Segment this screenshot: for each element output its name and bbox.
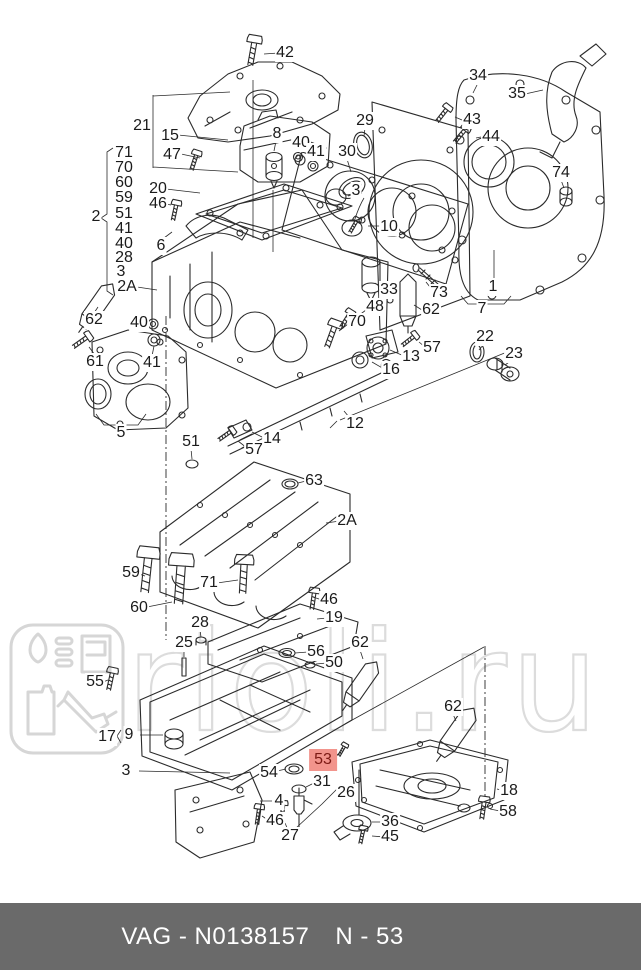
part-callout-71[interactable]: 71 <box>114 144 134 162</box>
part-callout-28[interactable]: 28 <box>190 614 210 632</box>
part-callout-3[interactable]: 3 <box>115 263 127 281</box>
part-callout-4[interactable]: 4 <box>273 792 285 810</box>
part-callout-27[interactable]: 27 <box>280 827 300 845</box>
part-callout-70[interactable]: 70 <box>347 313 367 331</box>
part-callout-12[interactable]: 12 <box>345 415 365 433</box>
part-callout-55[interactable]: 55 <box>85 673 105 691</box>
part-callout-19[interactable]: 19 <box>324 609 344 627</box>
footer-part-number: VAG - N0138157 <box>121 922 310 950</box>
part-callout-44[interactable]: 44 <box>481 128 501 146</box>
part-callout-73[interactable]: 73 <box>429 284 449 302</box>
part-callout-58[interactable]: 58 <box>498 803 518 821</box>
part-callout-3[interactable]: 3 <box>350 182 362 200</box>
part-callout-41[interactable]: 41 <box>306 143 326 161</box>
part-callout-8[interactable]: 8 <box>271 125 283 143</box>
footer-text: VAG - N0138157 N - 53 <box>121 923 403 951</box>
part-callout-50[interactable]: 50 <box>324 654 344 672</box>
part-callout-2a[interactable]: 2A <box>116 278 138 296</box>
part-callout-25[interactable]: 25 <box>174 634 194 652</box>
part-callout-61[interactable]: 61 <box>85 353 105 371</box>
part-callout-62[interactable]: 62 <box>421 301 441 319</box>
part-callout-13[interactable]: 13 <box>401 348 421 366</box>
part-callout-60[interactable]: 60 <box>129 599 149 617</box>
part-callout-3[interactable]: 3 <box>120 762 132 780</box>
part-callout-62[interactable]: 62 <box>443 698 463 716</box>
part-callout-16[interactable]: 16 <box>381 361 401 379</box>
part-callout-63[interactable]: 63 <box>304 472 324 490</box>
part-callout-46[interactable]: 46 <box>148 195 168 213</box>
part-callout-57[interactable]: 57 <box>422 339 442 357</box>
part-callout-48[interactable]: 48 <box>365 298 385 316</box>
part-callout-41[interactable]: 41 <box>142 354 162 372</box>
part-callout-51[interactable]: 51 <box>181 433 201 451</box>
part-callout-17[interactable]: 17 <box>97 728 117 746</box>
part-callout-47[interactable]: 47 <box>162 146 182 164</box>
part-callout-23[interactable]: 23 <box>504 345 524 363</box>
part-callout-9[interactable]: 9 <box>123 726 135 744</box>
part-callout-41[interactable]: 41 <box>114 220 134 238</box>
part-callout-46[interactable]: 46 <box>265 812 285 830</box>
part-callout-26[interactable]: 26 <box>336 784 356 802</box>
part-callout-45[interactable]: 45 <box>380 828 400 846</box>
part-callout-29[interactable]: 29 <box>355 112 375 130</box>
part-callout-21[interactable]: 21 <box>132 117 152 135</box>
part-callout-5[interactable]: 5 <box>115 424 127 442</box>
part-callout-40[interactable]: 40 <box>291 134 311 152</box>
part-callout-43[interactable]: 43 <box>462 111 482 129</box>
part-callout-74[interactable]: 74 <box>551 164 571 182</box>
part-callout-54[interactable]: 54 <box>259 764 279 782</box>
part-callout-10[interactable]: 10 <box>379 218 399 236</box>
part-callout-59[interactable]: 59 <box>114 189 134 207</box>
part-callout-57[interactable]: 57 <box>244 441 264 459</box>
part-callout-35[interactable]: 35 <box>507 85 527 103</box>
part-callout-62[interactable]: 62 <box>84 311 104 329</box>
part-callout-14[interactable]: 14 <box>262 430 282 448</box>
part-callout-62[interactable]: 62 <box>350 634 370 652</box>
part-callout-34[interactable]: 34 <box>468 67 488 85</box>
part-callout-46[interactable]: 46 <box>319 591 339 609</box>
part-callout-22[interactable]: 22 <box>475 328 495 346</box>
part-callout-30[interactable]: 30 <box>337 143 357 161</box>
part-callout-20[interactable]: 20 <box>148 180 168 198</box>
part-callout-56[interactable]: 56 <box>306 643 326 661</box>
oil-products-logo-icon <box>9 623 125 755</box>
part-callout-71[interactable]: 71 <box>199 574 219 592</box>
part-callout-33[interactable]: 33 <box>379 281 399 299</box>
part-callout-40[interactable]: 40 <box>129 314 149 332</box>
part-callout-6[interactable]: 6 <box>155 237 167 255</box>
part-callout-59[interactable]: 59 <box>121 564 141 582</box>
diagram-area: rioli.ru <box>9 33 641 903</box>
part-callout-18[interactable]: 18 <box>499 782 519 800</box>
part-callout-42[interactable]: 42 <box>275 44 295 62</box>
footer-bar: VAG - N0138157 N - 53 <box>0 903 641 970</box>
exploded-diagram <box>69 33 641 903</box>
part-callout-36[interactable]: 36 <box>380 813 400 831</box>
part-callout-53[interactable]: 53 <box>309 749 337 771</box>
part-callout-40[interactable]: 40 <box>114 235 134 253</box>
part-callout-1[interactable]: 1 <box>487 278 499 296</box>
footer-page-ref: N - 53 <box>335 922 404 950</box>
part-callout-7[interactable]: 7 <box>476 300 488 318</box>
part-callout-28[interactable]: 28 <box>114 249 134 267</box>
part-callout-2[interactable]: 2 <box>90 208 102 226</box>
part-callout-60[interactable]: 60 <box>114 174 134 192</box>
part-callout-51[interactable]: 51 <box>114 205 134 223</box>
part-callout-31[interactable]: 31 <box>312 773 332 791</box>
part-callout-15[interactable]: 15 <box>160 127 180 145</box>
part-callout-2a[interactable]: 2A <box>336 512 358 530</box>
part-callout-70[interactable]: 70 <box>114 159 134 177</box>
